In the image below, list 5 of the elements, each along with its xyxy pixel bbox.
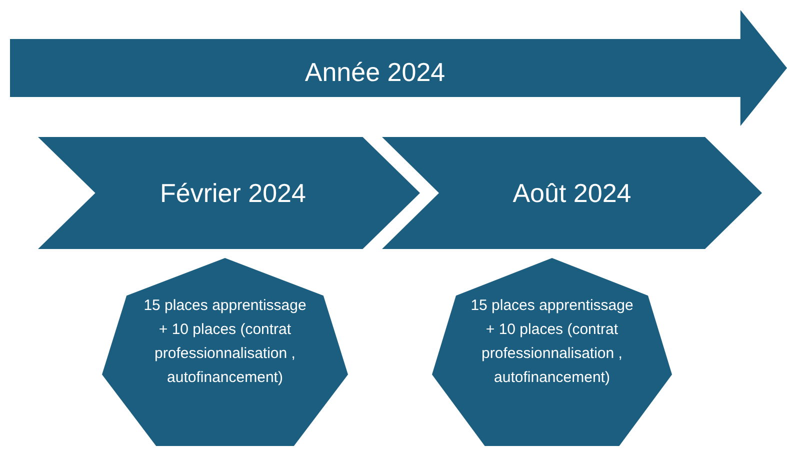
- chevron-label: Août 2024: [512, 177, 632, 210]
- chevron-label: Février 2024: [159, 177, 307, 210]
- banner-label: Année 2024: [304, 56, 446, 89]
- heptagon-text: 15 places apprentissage + 10 places (contrat professionnalisation , autofinancement): [142, 296, 308, 388]
- heptagon-text: 15 places apprentissage + 10 places (contrat professionnalisation , autofinancement): [470, 296, 634, 388]
